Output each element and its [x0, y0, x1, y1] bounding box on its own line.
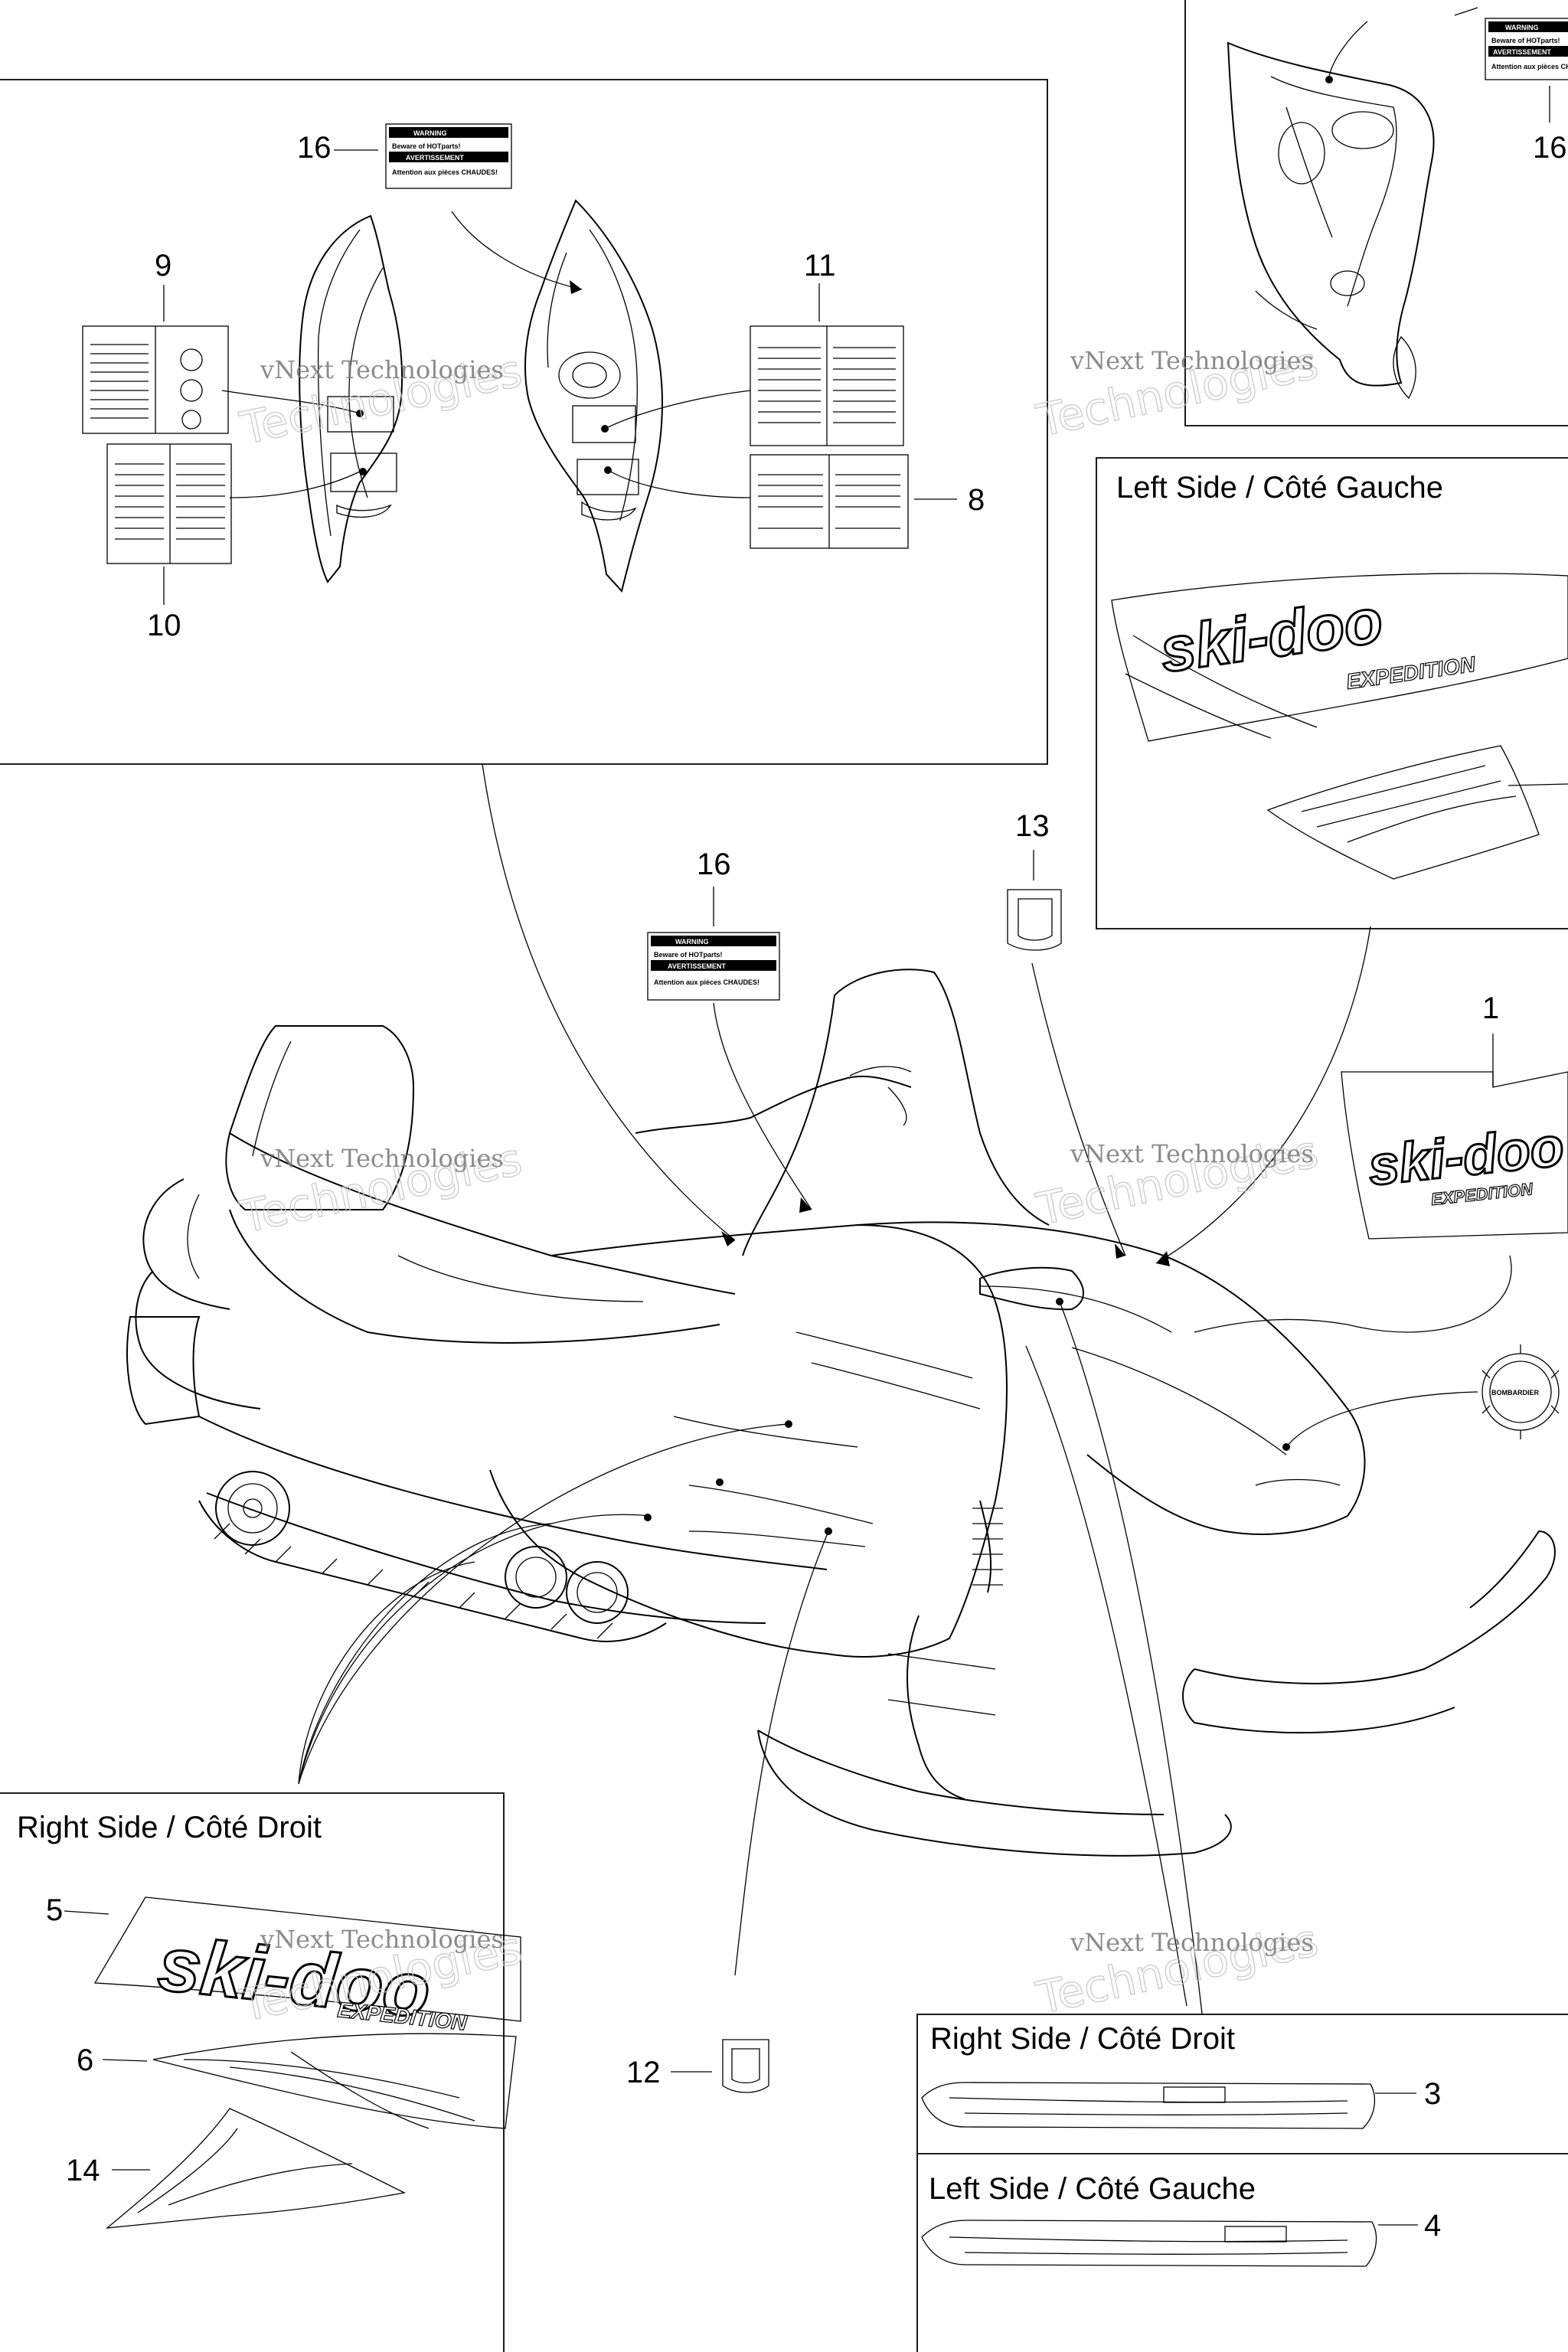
svg-text:vNext Technologies: vNext Technologies [1070, 346, 1314, 375]
svg-text:WARNING: WARNING [1505, 24, 1539, 31]
svg-text:Attention aux pièces CHAUDES!: Attention aux pièces CHAUDES! [654, 978, 760, 986]
callout-6: 6 [77, 2043, 93, 2077]
callout-1: 1 [1482, 991, 1499, 1025]
callout-14: 14 [66, 2154, 100, 2187]
front-brand-decal-1: ski-doo EXPEDITION [1341, 1034, 1568, 1240]
side-panels-drawing [299, 199, 663, 593]
svg-text:WARNING: WARNING [675, 938, 709, 946]
callout-8: 8 [968, 483, 985, 517]
svg-text:WARNING: WARNING [413, 129, 447, 137]
bombardier-badge: BOMBARDIER [1481, 1344, 1560, 1439]
right-side-decal-3 [921, 2082, 1416, 2129]
warning-decal-8 [750, 454, 909, 549]
small-decal-12 [671, 2039, 769, 2093]
callout-10: 10 [147, 609, 181, 642]
console-drawing [1227, 7, 1478, 400]
callout-12: 12 [626, 2056, 661, 2089]
callout-11: 11 [804, 249, 836, 283]
svg-text:vNext Technologies: vNext Technologies [260, 1144, 504, 1173]
svg-text:EXPEDITION: EXPEDITION [1345, 652, 1478, 694]
leader-lines-top-panel [163, 149, 957, 605]
svg-text:Beware of HOTparts!: Beware of HOTparts! [392, 142, 461, 150]
right-side-title-right: Right Side / Côté Droit [930, 2022, 1235, 2056]
warning-decal-16-panel: WARNING Beware of HOTparts! AVERTISSEMEN… [385, 123, 512, 189]
callout-5: 5 [46, 1893, 63, 1927]
left-side-stripe-decal [1266, 745, 1568, 880]
left-side-decal-4 [921, 2220, 1418, 2267]
left-side-brand-decal: ski-doo EXPEDITION [1111, 573, 1568, 742]
leader-lines-main [298, 763, 1512, 2014]
left-side-title-top: Left Side / Côté Gauche [1116, 471, 1443, 505]
svg-text:AVERTISSEMENT: AVERTISSEMENT [1493, 48, 1551, 56]
small-decal-13 [1007, 850, 1062, 951]
callout-13: 13 [1015, 809, 1050, 843]
svg-text:vNext Technologies: vNext Technologies [1070, 1139, 1314, 1168]
svg-text:ski-doo: ski-doo [1365, 1116, 1566, 1197]
callout-9: 9 [155, 249, 172, 283]
svg-text:vNext Technologies: vNext Technologies [260, 355, 504, 384]
warning-decal-16-center: WARNING Beware of HOTparts! AVERTISSEMEN… [647, 887, 780, 1001]
snowmobile-drawing [126, 969, 1556, 1857]
right-side-stripe-decal-14 [105, 2108, 407, 2229]
svg-text:BOMBARDIER: BOMBARDIER [1491, 1389, 1539, 1396]
warning-decal-11 [750, 325, 904, 446]
warning-decal-16-top-right: WARNING Beware of HOTparts! AVERTISSEMEN… [1485, 18, 1568, 122]
svg-text:Beware of HOTparts!: Beware of HOTparts! [654, 951, 723, 959]
svg-text:AVERTISSEMENT: AVERTISSEMENT [668, 962, 726, 970]
callout-16-right: 16 [1533, 131, 1567, 165]
instruction-decal-9 [82, 325, 229, 434]
svg-text:Attention aux pièces CHAUDES!: Attention aux pièces CHAUDES! [392, 168, 498, 176]
right-side-title-left: Right Side / Côté Droit [17, 1811, 322, 1844]
svg-text:vNext Technologies: vNext Technologies [1070, 1928, 1314, 1957]
callout-3: 3 [1424, 2077, 1441, 2111]
svg-text:Beware of HOTparts!: Beware of HOTparts! [1491, 37, 1560, 44]
callout-4: 4 [1424, 2209, 1441, 2243]
right-side-stripe-decal-6 [102, 2033, 517, 2129]
left-side-title-bottom: Left Side / Côté Gauche [929, 2172, 1256, 2206]
svg-text:vNext Technologies: vNext Technologies [260, 1925, 504, 1954]
instruction-decal-10 [106, 443, 232, 564]
callout-16-panel: 16 [297, 131, 332, 165]
callout-16-center: 16 [697, 848, 731, 881]
svg-text:Attention aux pièces CHAUDES!: Attention aux pièces CHAUDES! [1491, 63, 1568, 70]
svg-text:AVERTISSEMENT: AVERTISSEMENT [406, 154, 464, 162]
